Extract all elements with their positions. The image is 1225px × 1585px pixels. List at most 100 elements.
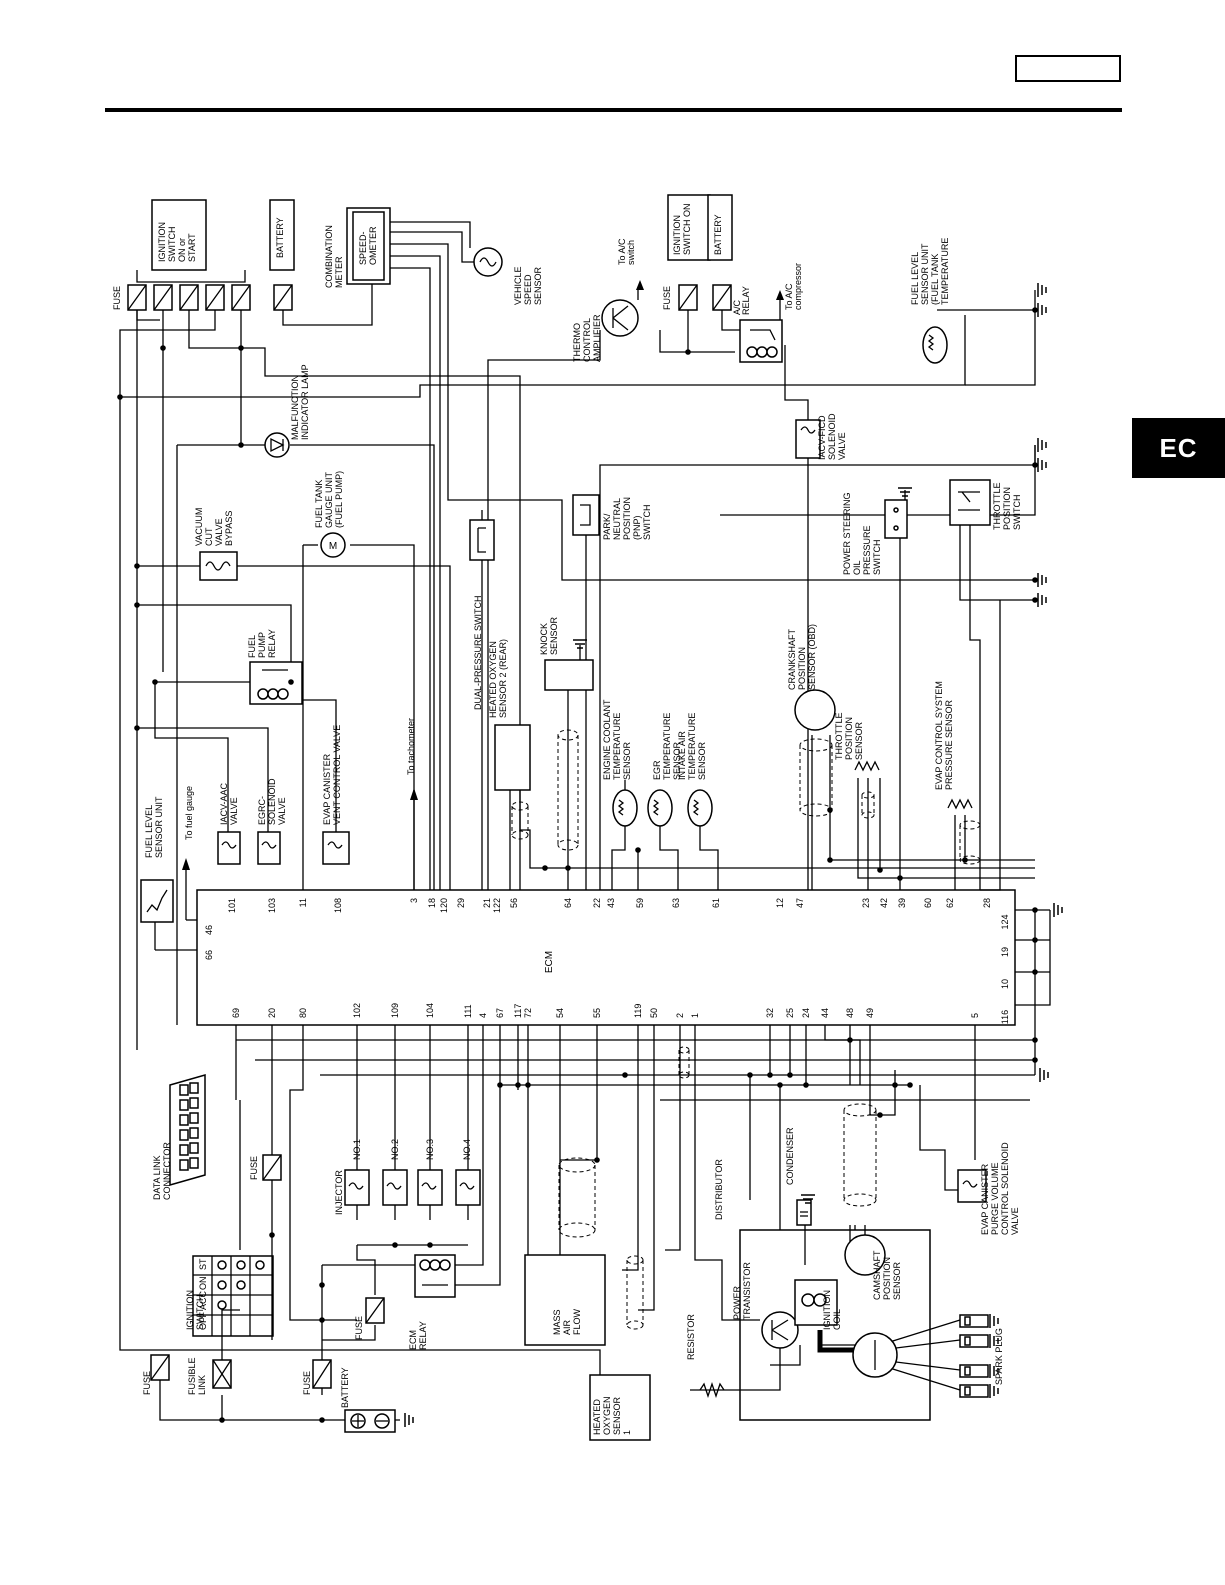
- label-maf-line: FLOW: [572, 1308, 582, 1335]
- ecm-pin-64: 64: [563, 898, 573, 908]
- label-mil-line: MALFUNCTION: [290, 375, 300, 440]
- ecm-pin-66: 66: [204, 950, 214, 960]
- ecm-pin-50: 50: [649, 1008, 659, 1018]
- label-ig-col-on: ON: [198, 1277, 208, 1291]
- camshaft-sensor-symbol: [844, 1234, 886, 1276]
- label-evap-pressure-line: PRESSURE SENSOR: [944, 699, 954, 790]
- ecm-pin-43: 43: [606, 898, 616, 908]
- label-egr-temp-line: EGR: [652, 760, 662, 780]
- label-crankshaft-line: CRANKSHAFT: [787, 628, 797, 690]
- ecm-pin-21: 21: [482, 898, 492, 908]
- label-power-transistor-line: POWER: [732, 1285, 742, 1320]
- label-egrc-line: VALVE: [277, 797, 287, 825]
- label-vacuum-cut-valve-line: CUT: [204, 527, 214, 546]
- label-ig-col-st: ST: [198, 1258, 208, 1270]
- ecm-pin-103: 103: [267, 898, 277, 913]
- ecm-pin-4: 4: [478, 1013, 488, 1018]
- section-tab[interactable]: EC: [1132, 418, 1225, 478]
- label-egrc-line: EGRC-: [257, 796, 267, 825]
- label-fuel-level-temp-line: TEMPERATURE: [940, 238, 950, 305]
- ecm-pin-32: 32: [765, 1008, 775, 1018]
- label-fuse-bottom: FUSE: [142, 1371, 152, 1395]
- battery-top-box: [269, 199, 295, 271]
- ecm-pin-104: 104: [425, 1003, 435, 1018]
- ecm-pin-23: 23: [861, 898, 871, 908]
- label-egrc-line: SOLENOID: [267, 778, 277, 825]
- dual-pressure-switch-box: [469, 519, 495, 561]
- ecm-pin-108: 108: [333, 898, 343, 913]
- label-vacuum-cut-valve-line: VALVE: [214, 518, 224, 546]
- ignition-switch-on-box: [667, 194, 711, 261]
- power-transistor-symbol: [761, 1311, 799, 1349]
- ecm-pin-72: 72: [523, 1008, 533, 1018]
- ecm-pin-11: 11: [298, 898, 308, 907]
- ecm-pin-19: 19: [1000, 947, 1010, 957]
- ecm-pin-44: 44: [820, 1008, 830, 1018]
- label-ac-relay-line: RELAY: [741, 286, 751, 315]
- label-engine-coolant-line: TEMPERATURE: [612, 713, 622, 780]
- label-ignition-switch-top-line: ON or: [177, 238, 187, 262]
- label-power-steering-line: OIL: [852, 560, 862, 575]
- ecm-pin-109: 109: [390, 1003, 400, 1018]
- label-battery-top-line: BATTERY: [275, 217, 285, 258]
- label-iacv-ficd-line: VALVE: [837, 432, 847, 460]
- label-crankshaft-line: POSITION: [797, 647, 807, 690]
- ecm-pin-117: 117: [513, 1004, 523, 1018]
- label-vehicle-speed-sensor-line: SENSOR: [533, 266, 543, 305]
- ecm-pin-28: 28: [982, 898, 992, 908]
- label-evap-purge-line: EVAP CANISTER: [980, 1163, 990, 1235]
- label-thermo-control-amplifier-line: THERMO: [572, 323, 582, 362]
- label-injector-2: NO.2: [390, 1139, 400, 1160]
- ecm-pin-120: 120: [439, 898, 449, 913]
- ecm-label: ECM: [544, 951, 555, 973]
- label-throttle-position-switch-line: SWITCH: [1012, 495, 1022, 531]
- ecm-pin-111: 111: [463, 1004, 473, 1018]
- label-fuel-level-temp-line: SENSOR UNIT: [920, 243, 930, 305]
- label-spark-plug: SPARK PLUG: [994, 1328, 1004, 1385]
- label-fuel-level-left-line: FUEL LEVEL: [144, 805, 154, 858]
- label-iacv-aac-line: IACV-AAC: [219, 782, 229, 825]
- label-throttle-position-switch-line: POSITION: [1002, 487, 1012, 530]
- label-iacv-aac-line: VALVE: [229, 797, 239, 825]
- intake-air-temp-symbol: [687, 789, 713, 827]
- ecm-pin-124: 124: [1000, 914, 1010, 929]
- ecm-pin-18: 18: [427, 898, 437, 908]
- label-vacuum-cut-valve-line: VACUUM: [194, 508, 204, 546]
- label-fuse-ecm-line: FUSE: [354, 1316, 364, 1340]
- label-intake-air-line: INTAKE AIR: [677, 731, 687, 780]
- label-ignition-switch-top-line: START: [187, 233, 197, 262]
- label-fuse-dlc-line: FUSE: [249, 1156, 259, 1180]
- ecm-pin-49: 49: [865, 1008, 875, 1018]
- iacv-aac-box: [217, 831, 241, 865]
- label-maf-line: AIR: [562, 1319, 572, 1335]
- label-vacuum-cut-valve-line: BYPASS: [224, 511, 234, 546]
- label-dual-pressure-switch: DUAL-PRESSURE SWITCH: [473, 595, 483, 710]
- ecm-pin-22: 22: [592, 898, 602, 908]
- label-fuse-top: FUSE: [112, 286, 122, 310]
- label-ignition-switch-top-line: IGNITION: [157, 222, 167, 262]
- ho2s-front-box: [589, 1374, 651, 1441]
- power-steering-switch-box: [884, 499, 908, 539]
- label-thermo-control-amplifier-line: CONTROL: [582, 318, 592, 362]
- evap-purge-box: [957, 1169, 987, 1203]
- label-egr-temp-line: TEMPERATURE: [662, 713, 672, 780]
